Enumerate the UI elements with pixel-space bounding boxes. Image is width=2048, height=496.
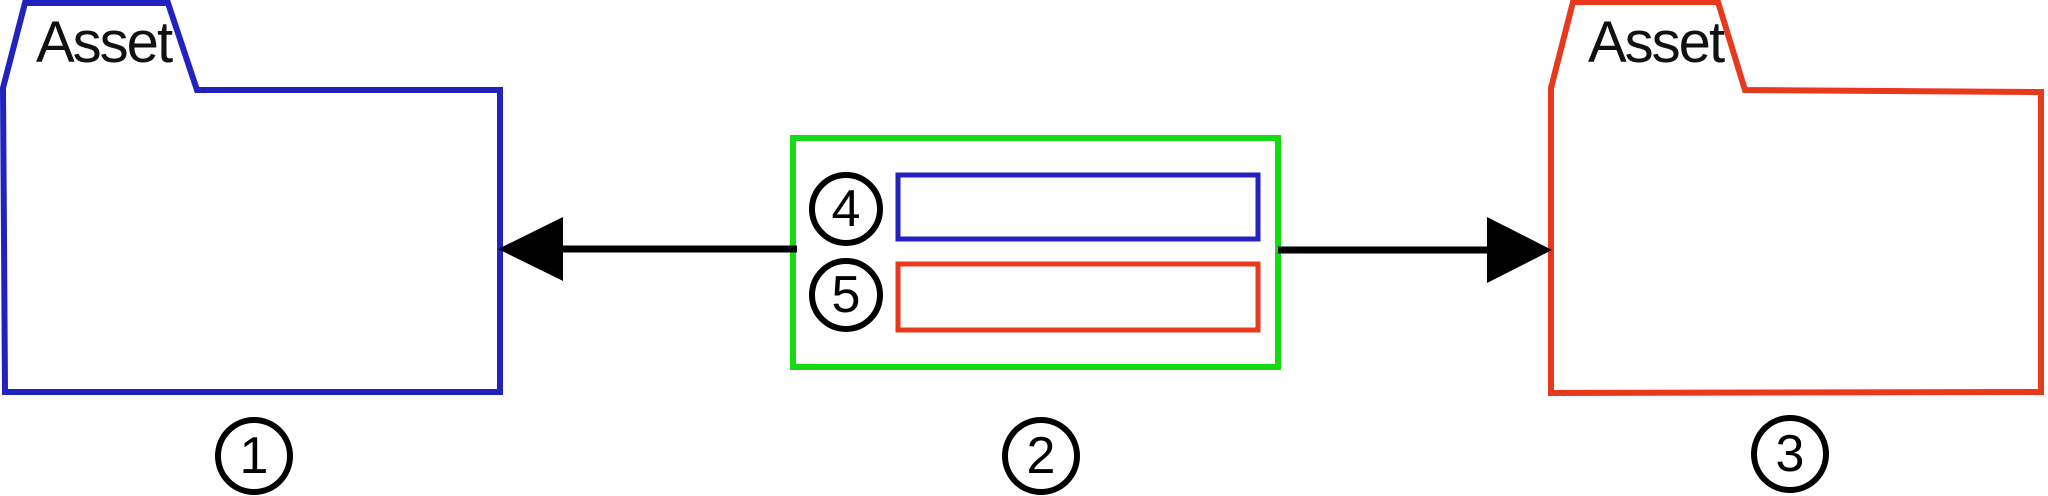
arrow-left-icon: [498, 217, 797, 281]
badge-mapping-box: 2: [1002, 417, 1080, 495]
arrow-right-head: [1487, 217, 1552, 283]
mapping-row-blue-shape: [895, 172, 1261, 242]
badge-left-folder: 1: [215, 417, 293, 495]
badge-mapping-row-red: 5: [809, 258, 883, 332]
folder-left-shape: [0, 0, 503, 395]
mapping-row-red-shape: [895, 261, 1261, 333]
arrow-right-icon: [1278, 217, 1552, 283]
badge-right-folder: 3: [1751, 415, 1829, 493]
badge-mapping-row-blue: 4: [809, 172, 883, 246]
folder-left-label: Asset: [36, 10, 173, 75]
folder-right-label: Asset: [1588, 10, 1725, 75]
mapping-box-shape: [790, 135, 1281, 370]
arrow-left-head: [498, 217, 563, 281]
folder-right-shape: [1548, 0, 2044, 397]
